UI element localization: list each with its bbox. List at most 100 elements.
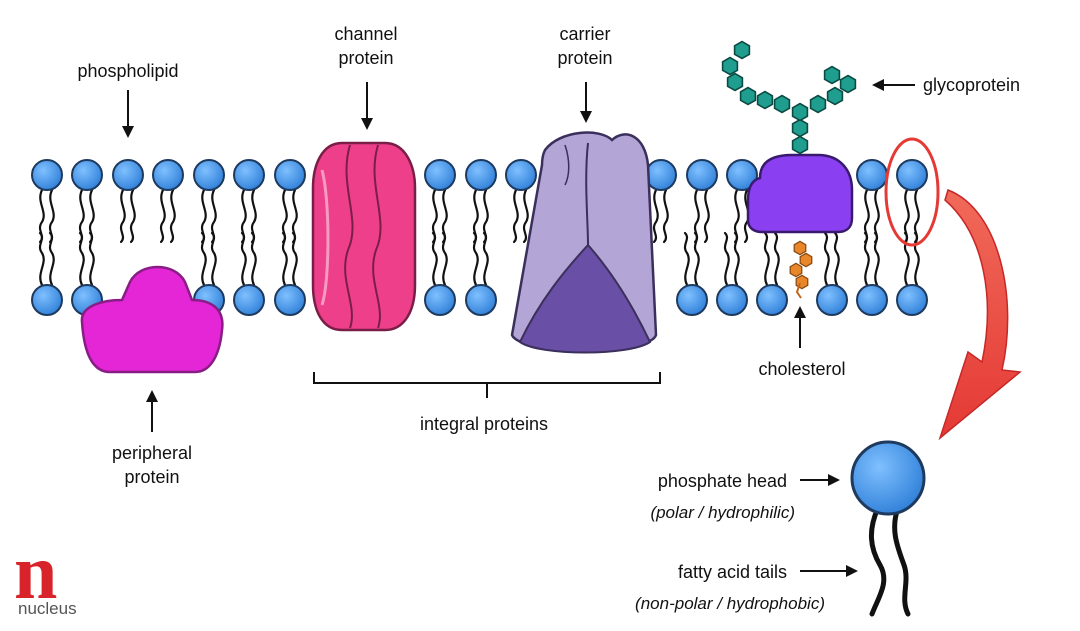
fatty-acid-tail xyxy=(773,231,780,287)
phospholipid-label: phospholipid xyxy=(77,61,178,81)
fatty-acid-tail xyxy=(38,231,45,287)
fatty-acid-tail xyxy=(723,231,730,287)
phospholipid-head xyxy=(816,284,848,316)
fatty-acid-tail xyxy=(200,231,207,287)
fatty-acid-tail xyxy=(512,188,519,244)
fatty-acid-tail xyxy=(522,188,529,244)
fatty-acid-tail xyxy=(863,231,870,287)
fatty-acid-tail xyxy=(482,231,489,287)
phospholipid-head xyxy=(856,159,888,191)
phospholipid-head xyxy=(645,159,677,191)
phospholipid-head xyxy=(112,159,144,191)
fatty-acid-tail xyxy=(903,231,910,287)
nucleus-logo: n nucleus xyxy=(14,528,77,618)
highlighted-phospholipid-ring xyxy=(884,137,940,247)
peripheral-protein-label-line1: peripheral xyxy=(112,443,192,463)
fatty-acid-tail xyxy=(441,231,448,287)
phospholipid-head xyxy=(424,159,456,191)
fatty-acid-tail xyxy=(833,231,840,287)
cholesterol-molecule xyxy=(789,240,813,299)
fatty-acid-tail xyxy=(159,188,166,244)
fatty-acid-tail xyxy=(693,231,700,287)
fatty-acid-tails-note: (non-polar / hydrophobic) xyxy=(635,594,825,613)
sugar-unit xyxy=(826,86,844,106)
fatty-acid-tail xyxy=(250,231,257,287)
carrier-protein-label-line2: protein xyxy=(557,48,612,68)
phospholipid-head xyxy=(896,159,928,191)
fatty-acid-tail xyxy=(703,188,710,244)
phospholipid-head xyxy=(716,284,748,316)
fatty-acid-tail xyxy=(169,188,176,244)
fatty-acid-tail xyxy=(129,188,136,244)
fatty-acid-tail xyxy=(291,231,298,287)
phospholipid-head xyxy=(465,159,497,191)
peripheral-protein xyxy=(80,265,224,374)
phospholipid-head xyxy=(274,284,306,316)
sugar-unit xyxy=(809,94,827,114)
phospholipid-head xyxy=(233,159,265,191)
channel-protein-label-line1: channel xyxy=(334,24,397,44)
fatty-acid-tail xyxy=(78,231,85,287)
phospholipid-head xyxy=(896,284,928,316)
sugar-unit xyxy=(739,86,757,106)
zoom-arrow xyxy=(938,189,1022,441)
glycoprotein-sugar-chain xyxy=(721,40,857,155)
phospholipid-head xyxy=(274,159,306,191)
fatty-acid-tail xyxy=(662,188,669,244)
logo-letter: n xyxy=(14,528,57,615)
phospholipid-head xyxy=(505,159,537,191)
fatty-acid-tail xyxy=(823,231,830,287)
fatty-acid-tail xyxy=(472,231,479,287)
fatty-acid-tail xyxy=(48,231,55,287)
fatty-acid-tail xyxy=(873,231,880,287)
phospholipid-head xyxy=(424,284,456,316)
integral-proteins-bracket xyxy=(313,372,661,398)
phospholipid-head xyxy=(856,284,888,316)
fatty-acid-tail xyxy=(240,231,247,287)
carrier-protein-label-line1: carrier xyxy=(559,24,610,44)
logo-text: nucleus xyxy=(18,599,77,618)
fatty-acid-tails-label: fatty acid tails xyxy=(678,562,787,582)
pointer-arrows xyxy=(122,79,915,577)
phospholipid-head xyxy=(233,284,265,316)
fatty-acid-tail xyxy=(88,231,95,287)
fatty-acid-tail xyxy=(683,231,690,287)
phospholipid-head xyxy=(193,159,225,191)
cholesterol-ring xyxy=(799,252,813,268)
fatty-acid-tail xyxy=(119,188,126,244)
integral-proteins-label: integral proteins xyxy=(420,414,548,434)
peripheral-protein-label-line2: protein xyxy=(124,467,179,487)
phosphate-head-note: (polar / hydrophilic) xyxy=(650,503,795,522)
cholesterol-label: cholesterol xyxy=(758,359,845,379)
sugar-unit xyxy=(791,135,809,155)
sugar-unit xyxy=(721,56,739,76)
carrier-protein xyxy=(510,131,658,354)
phospholipid-head xyxy=(31,284,63,316)
phospholipid-head xyxy=(465,284,497,316)
channel-protein xyxy=(311,141,417,332)
phospholipid-head xyxy=(676,284,708,316)
sugar-unit xyxy=(733,40,751,60)
cholesterol-tail xyxy=(795,282,802,299)
sugar-unit xyxy=(756,90,774,110)
fatty-acid-tail xyxy=(763,231,770,287)
fatty-acid-tail xyxy=(652,188,659,244)
phospholipid-head xyxy=(31,159,63,191)
glycoprotein xyxy=(721,40,857,234)
channel-protein-label-line2: protein xyxy=(338,48,393,68)
glycoprotein-label: glycoprotein xyxy=(923,75,1020,95)
cholesterol-ring xyxy=(789,262,803,278)
enlarged-phospholipid xyxy=(850,440,926,617)
phospholipid-head xyxy=(686,159,718,191)
sugar-unit xyxy=(726,72,744,92)
sugar-unit xyxy=(823,65,841,85)
sugar-unit xyxy=(839,74,857,94)
phospholipid-head xyxy=(756,284,788,316)
sugar-unit xyxy=(791,118,809,138)
phospholipid-head xyxy=(726,159,758,191)
sugar-unit xyxy=(791,102,809,122)
fatty-acid-tail xyxy=(913,231,920,287)
phospholipid-bilayer xyxy=(31,159,928,316)
phospholipid-head xyxy=(152,159,184,191)
